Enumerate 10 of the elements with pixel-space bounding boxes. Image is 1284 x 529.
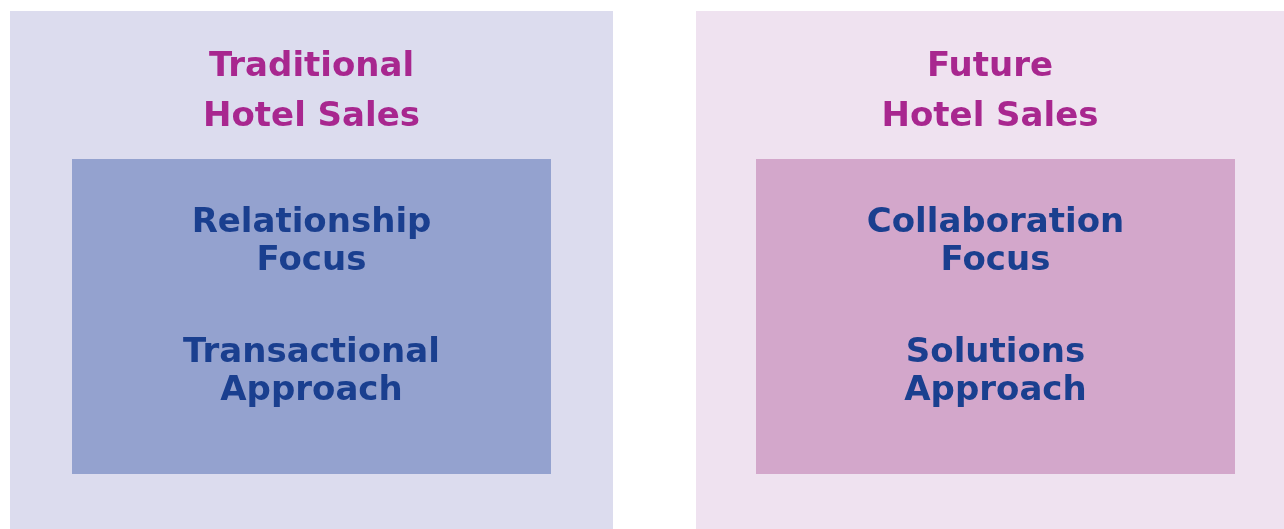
box-text: Transactional Approach bbox=[182, 331, 441, 407]
box-text: Solutions Approach bbox=[903, 331, 1088, 407]
panel-heading: Future Hotel Sales bbox=[880, 43, 1100, 136]
panel bbox=[696, 11, 1284, 529]
inner-box bbox=[72, 159, 551, 474]
inner-box bbox=[756, 159, 1235, 474]
box-text: Relationship Focus bbox=[190, 201, 433, 277]
panel bbox=[10, 11, 613, 529]
panel-heading: Traditional Hotel Sales bbox=[202, 43, 421, 136]
box-text: Collaboration Focus bbox=[865, 201, 1126, 277]
